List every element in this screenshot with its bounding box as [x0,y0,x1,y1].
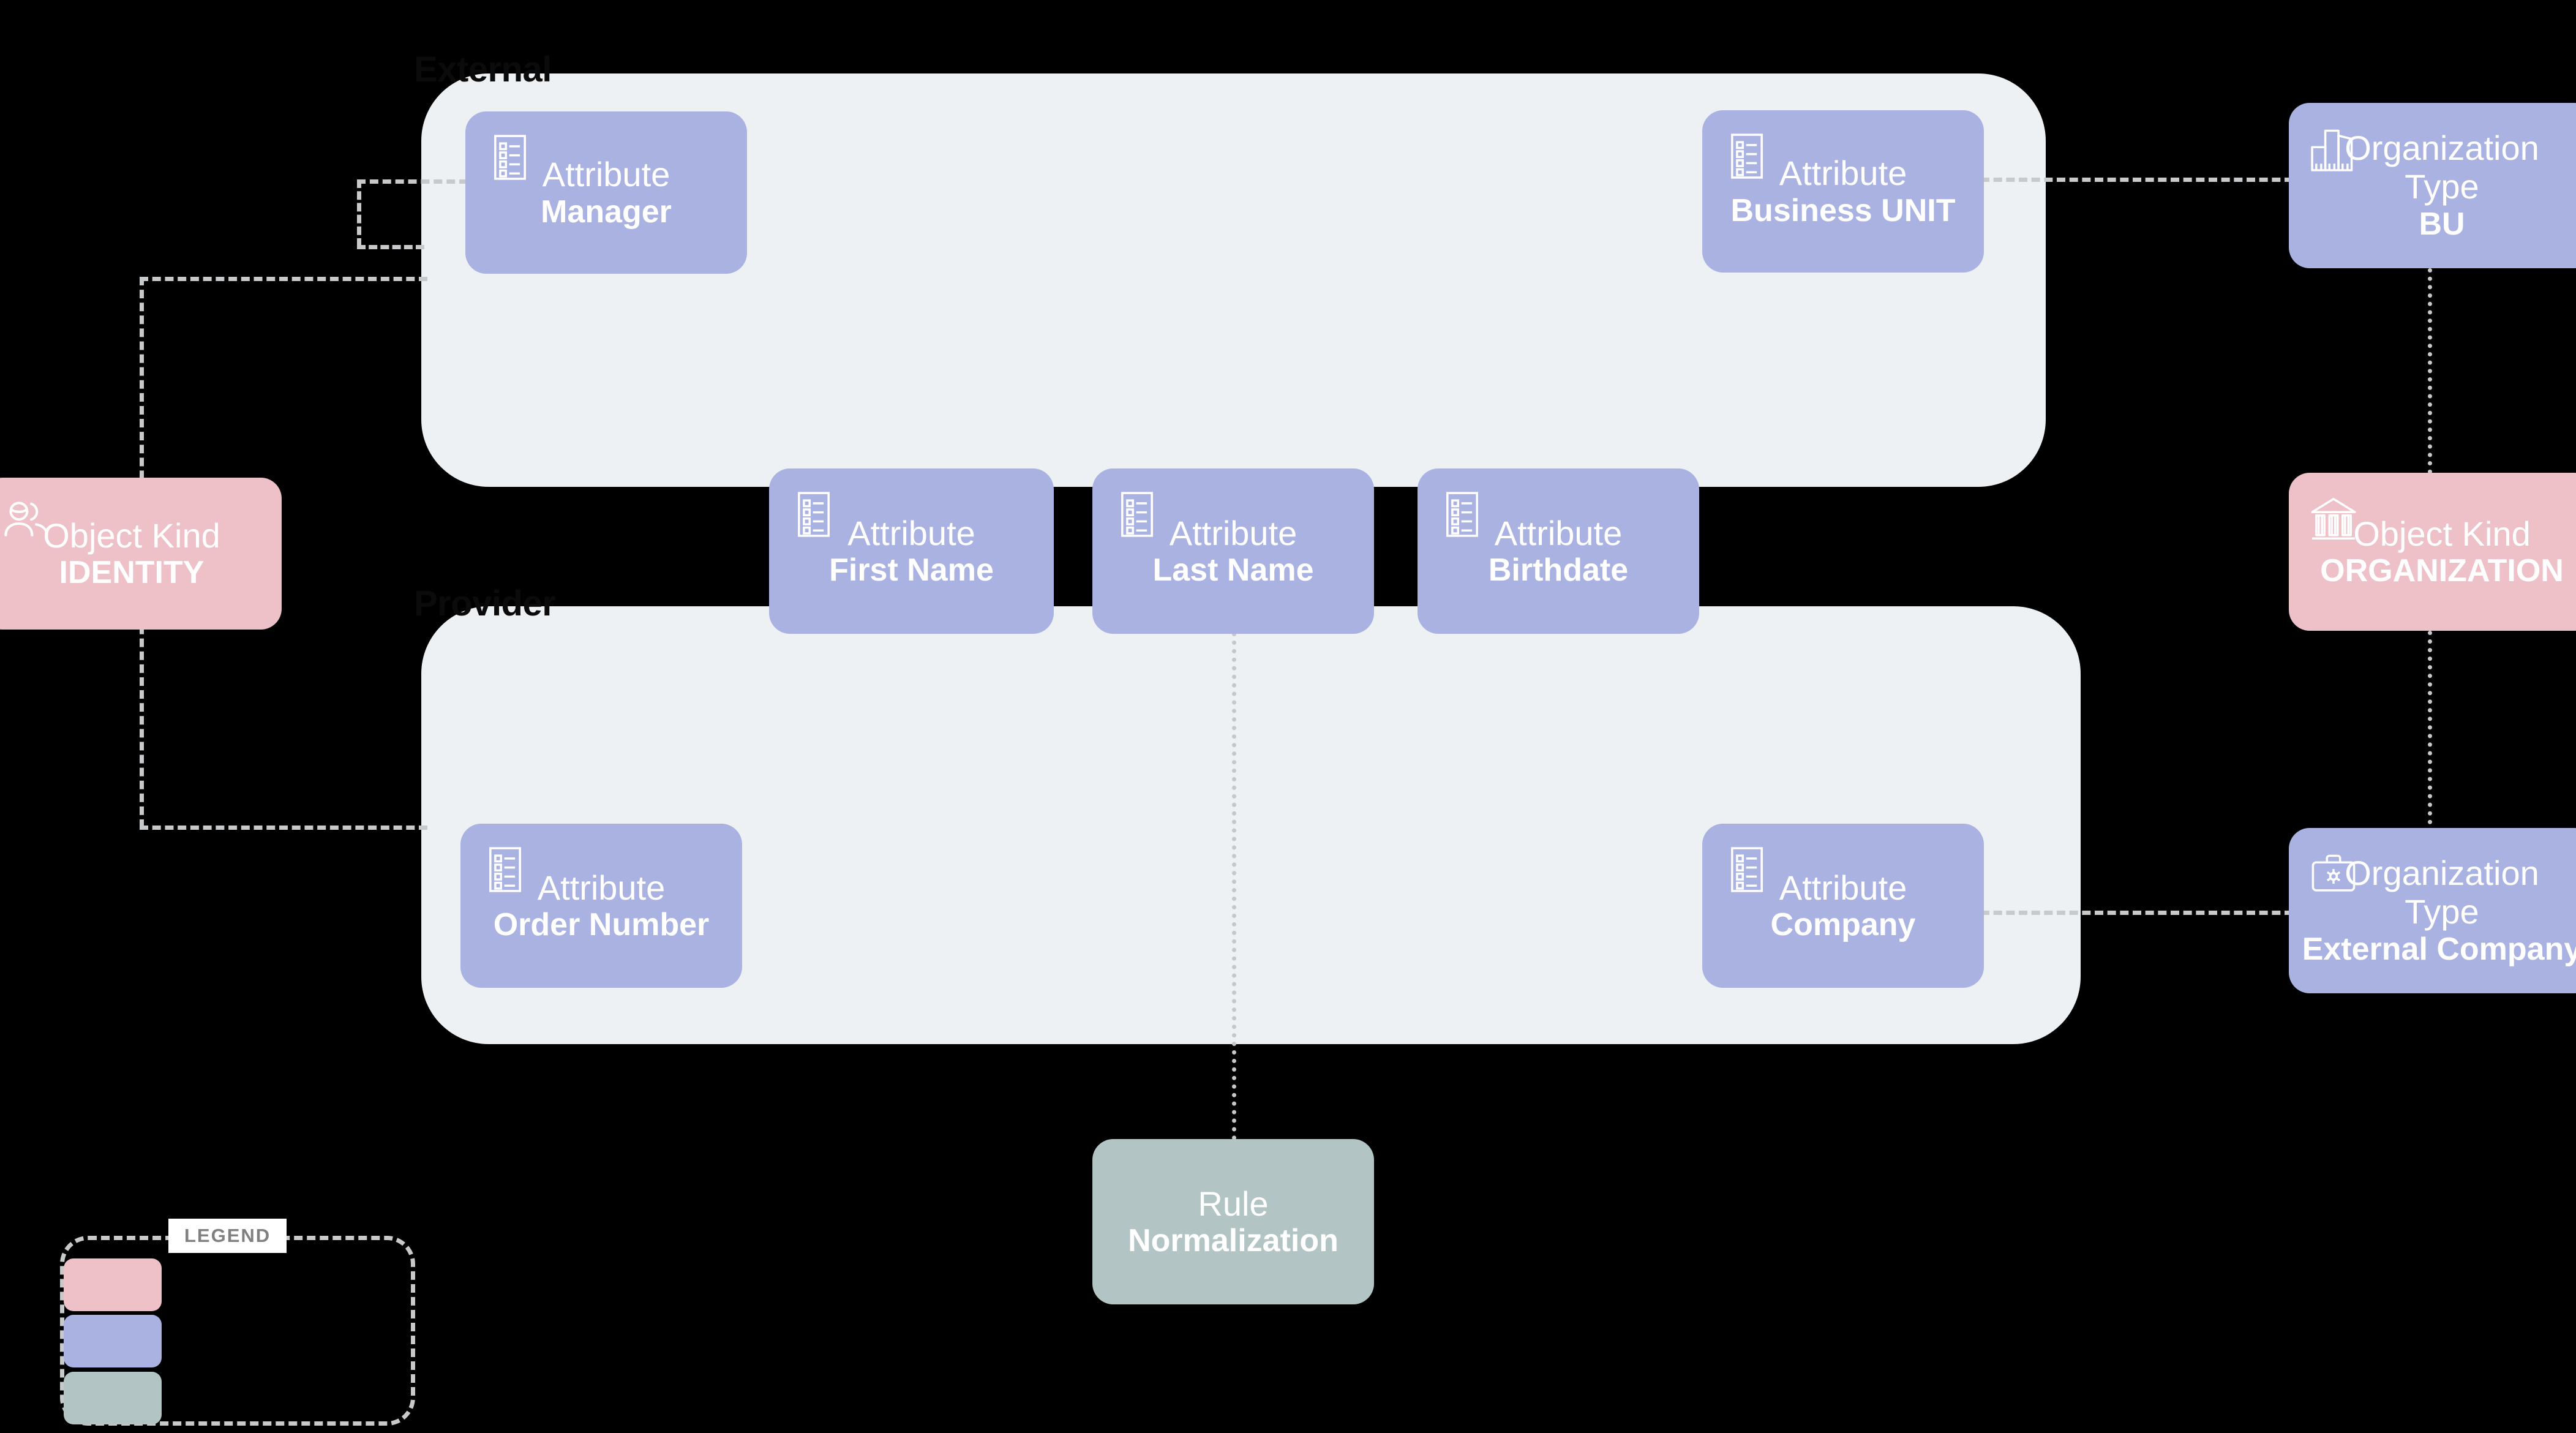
node-type-label: Attribute [1779,154,1907,193]
node-type-label: Attribute [542,155,670,194]
legend-swatch-object-kind [64,1258,162,1311]
node-attribute-order-number[interactable]: Attribute Order Number [460,824,742,988]
node-name-label: Business UNIT [1730,192,1956,228]
bank-icon [2307,492,2360,545]
edge-last-name-rule [1232,632,1236,1140]
edge-identity-order-number-arm [140,826,427,830]
edge-orgtype-bu-organization [2428,268,2432,474]
checklist-icon [479,843,531,896]
group-provider-label: Provider [414,584,556,623]
node-attribute-last-name[interactable]: Attribute Last Name [1092,468,1374,634]
node-name-label: External Company [2302,931,2576,967]
edge-business-unit-orgtype-bu [1981,178,2293,182]
node-rule-normalization[interactable]: Rule Normalization [1092,1139,1374,1304]
node-type-label: Attribute [1169,513,1297,552]
node-type-label: Attribute [1779,868,1907,907]
node-type-label: Attribute [537,868,666,907]
node-attribute-manager[interactable]: Attribute Manager [465,111,747,274]
buildings-icon [2307,122,2360,175]
node-object-kind-identity[interactable]: Object Kind IDENTITY [0,478,282,630]
node-name-label: ORGANIZATION [2320,553,2564,589]
node-name-label: First Name [829,552,994,589]
edge-organization-external-company [2428,631,2432,833]
legend-swatch-rule [64,1372,162,1424]
node-type-label: Attribute [847,513,975,552]
node-type-label: Organization Type [2345,854,2539,931]
edge-identity-manager-vert [357,179,361,247]
briefcase-icon [2307,848,2360,900]
legend-swatch-attribute [64,1315,162,1367]
node-name-label: Last Name [1152,552,1314,589]
checklist-icon [484,131,536,184]
node-name-label: Birthdate [1488,552,1629,589]
node-organization-type-external-company[interactable]: Organization Type External Company [2289,828,2576,993]
edge-identity-manager-bottom [357,245,424,249]
node-type-label: Attribute [1494,513,1623,552]
group-external-label: External [414,50,552,89]
node-type-label: Rule [1198,1184,1269,1223]
checklist-icon [1111,488,1163,541]
node-type-label: Organization Type [2345,129,2539,206]
node-name-label: Order Number [493,907,710,943]
edge-company-external-company [1981,911,2293,915]
node-type-label: Object Kind [43,516,220,555]
node-type-label: Object Kind [2353,514,2531,553]
node-organization-type-bu[interactable]: Organization Type BU [2289,103,2576,268]
legend-title: LEGEND [168,1219,287,1253]
node-object-kind-organization[interactable]: Object Kind ORGANIZATION [2289,473,2576,631]
node-name-label: IDENTITY [59,555,205,591]
node-attribute-business-unit[interactable]: Attribute Business UNIT [1702,110,1984,273]
checklist-icon [1721,843,1773,896]
node-name-label: Manager [541,194,672,230]
node-attribute-birthdate[interactable]: Attribute Birthdate [1418,468,1699,634]
node-name-label: Company [1770,907,1916,943]
users-icon [0,497,53,550]
edge-identity-upper-arm [140,277,427,281]
node-name-label: BU [2419,206,2465,242]
node-attribute-first-name[interactable]: Attribute First Name [769,468,1054,634]
checklist-icon [1721,130,1773,182]
node-name-label: Normalization [1128,1223,1339,1259]
checklist-icon [1436,488,1489,541]
node-attribute-company[interactable]: Attribute Company [1702,824,1984,988]
checklist-icon [787,488,840,541]
